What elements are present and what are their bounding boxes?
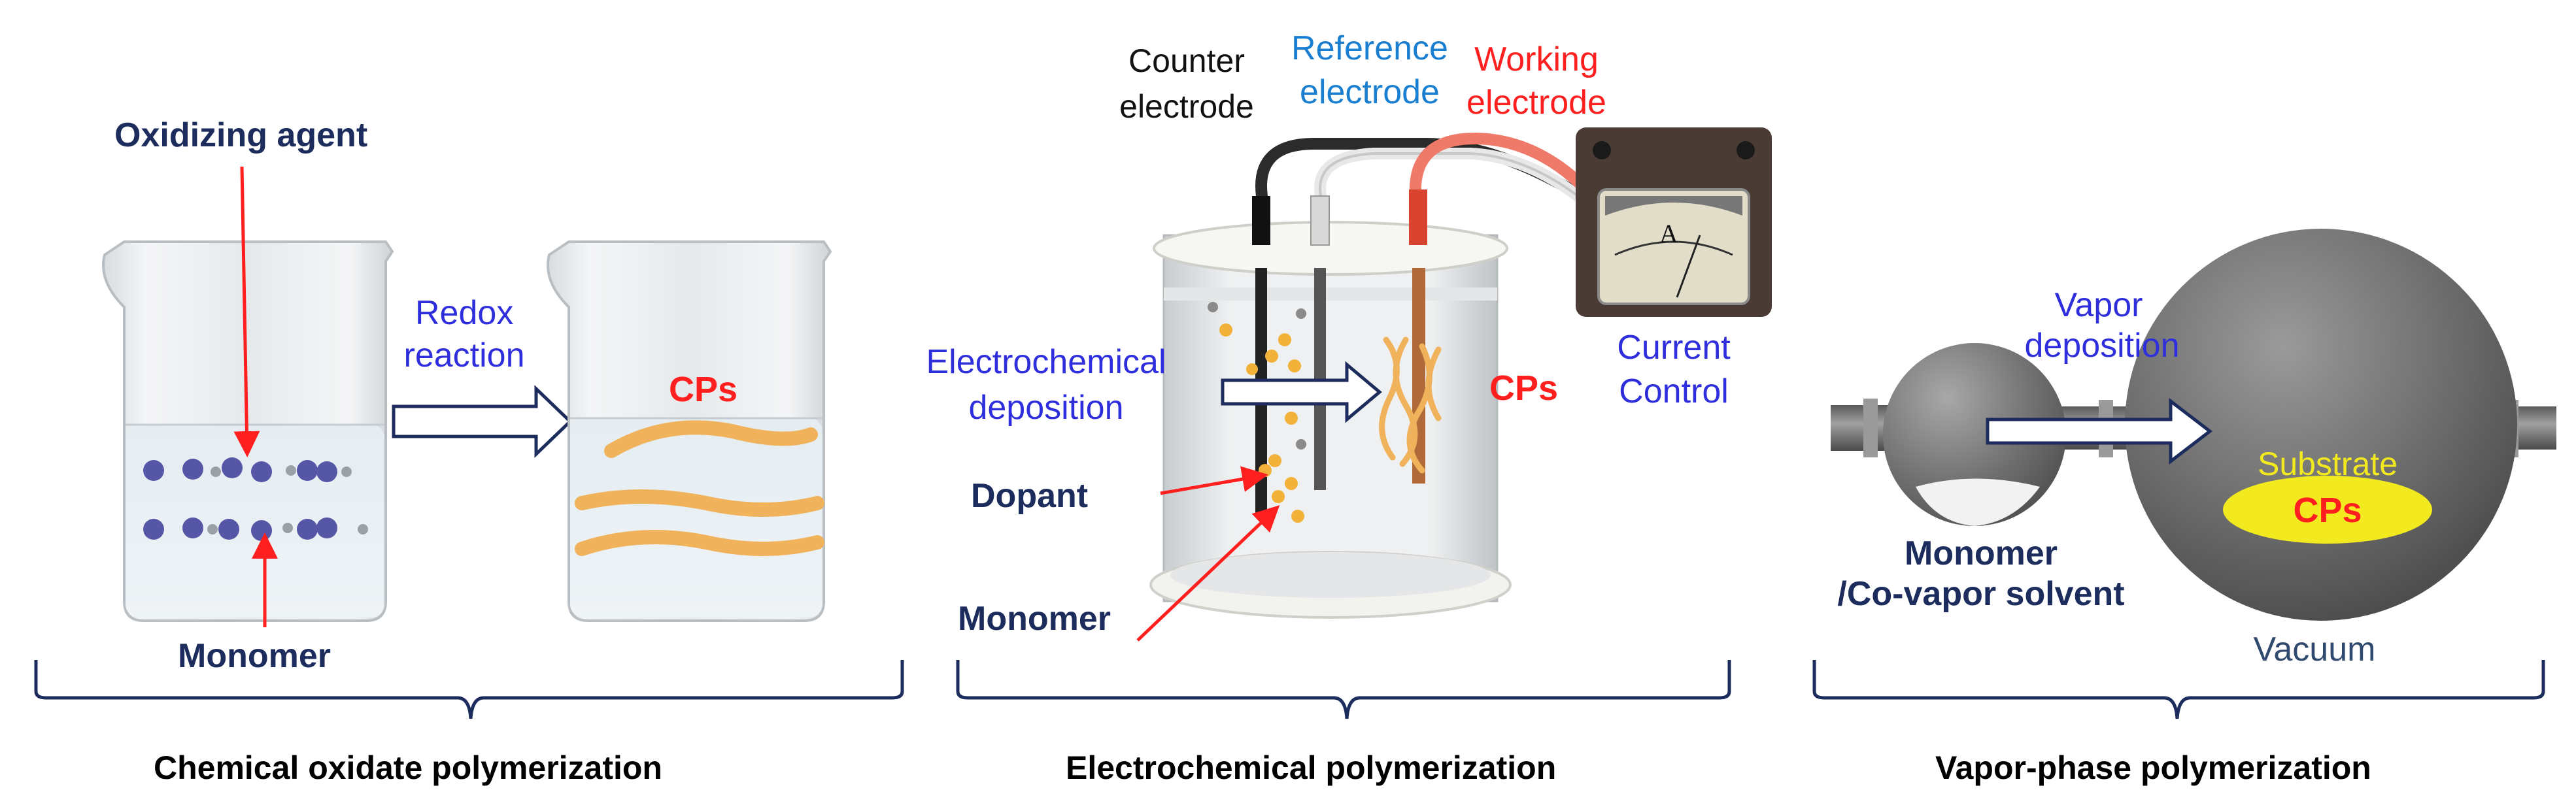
electrochemical-cell bbox=[1149, 189, 1512, 619]
redox-label-line2: reaction bbox=[403, 337, 525, 374]
cps-label-vapor: CPs bbox=[2293, 491, 2362, 530]
monomer-vapor-line1: Monomer bbox=[1905, 534, 2058, 572]
counter-electrode-line1: Counter bbox=[1128, 42, 1245, 79]
vapor-deposition-arrow bbox=[1986, 397, 2213, 465]
chemical-caption: Chemical oxidate polymerization bbox=[154, 749, 662, 786]
vapor-deposition-line1: Vapor bbox=[2054, 286, 2143, 324]
current-control-line1: Current bbox=[1617, 329, 1731, 367]
substrate-label: Substrate bbox=[2257, 446, 2398, 482]
beaker-cps bbox=[547, 240, 832, 622]
vacuum-label: Vacuum bbox=[2253, 631, 2376, 668]
electrochemical-deposition-line1: Electrochemical bbox=[926, 343, 1166, 381]
electrochemical-brace bbox=[956, 660, 1731, 719]
monomer-label-electrochemical: Monomer bbox=[958, 600, 1111, 638]
counter-electrode-line2: electrode bbox=[1119, 88, 1254, 125]
vapor-caption: Vapor-phase polymerization bbox=[1935, 749, 2371, 786]
electrochemical-deposition-arrow bbox=[1221, 361, 1382, 423]
dopant-label: Dopant bbox=[971, 477, 1089, 515]
cps-label-chemical: CPs bbox=[669, 370, 738, 409]
monomer-label: Monomer bbox=[178, 637, 331, 675]
current-control-line2: Control bbox=[1619, 372, 1729, 410]
monomer-vapor-line2: /Co-vapor solvent bbox=[1837, 575, 2125, 613]
cps-label-electrochemical: CPs bbox=[1489, 369, 1559, 408]
vapor-brace bbox=[1812, 660, 2545, 719]
oxidizing-agent-arrow bbox=[233, 166, 260, 457]
dopant-arrow bbox=[1160, 466, 1268, 495]
working-electrode-line1: Working bbox=[1474, 41, 1599, 78]
cables bbox=[1255, 132, 1608, 222]
vapor-deposition-line2: deposition bbox=[2024, 327, 2180, 365]
ammeter-symbol: A bbox=[1659, 219, 1678, 248]
oxidizing-agent-label: Oxidizing agent bbox=[114, 116, 368, 154]
chemical-brace bbox=[34, 660, 904, 719]
reference-electrode-line1: Reference bbox=[1291, 29, 1448, 67]
electrochemical-caption: Electrochemical polymerization bbox=[1066, 749, 1557, 786]
working-electrode-line2: electrode bbox=[1466, 84, 1606, 122]
electrochemical-deposition-line2: deposition bbox=[968, 389, 1124, 427]
reference-electrode-line2: electrode bbox=[1300, 73, 1440, 111]
redox-arrow bbox=[392, 385, 573, 458]
monomer-cell-arrow bbox=[1136, 505, 1280, 642]
ammeter bbox=[1576, 127, 1772, 317]
redox-label-line1: Redox bbox=[415, 294, 514, 332]
